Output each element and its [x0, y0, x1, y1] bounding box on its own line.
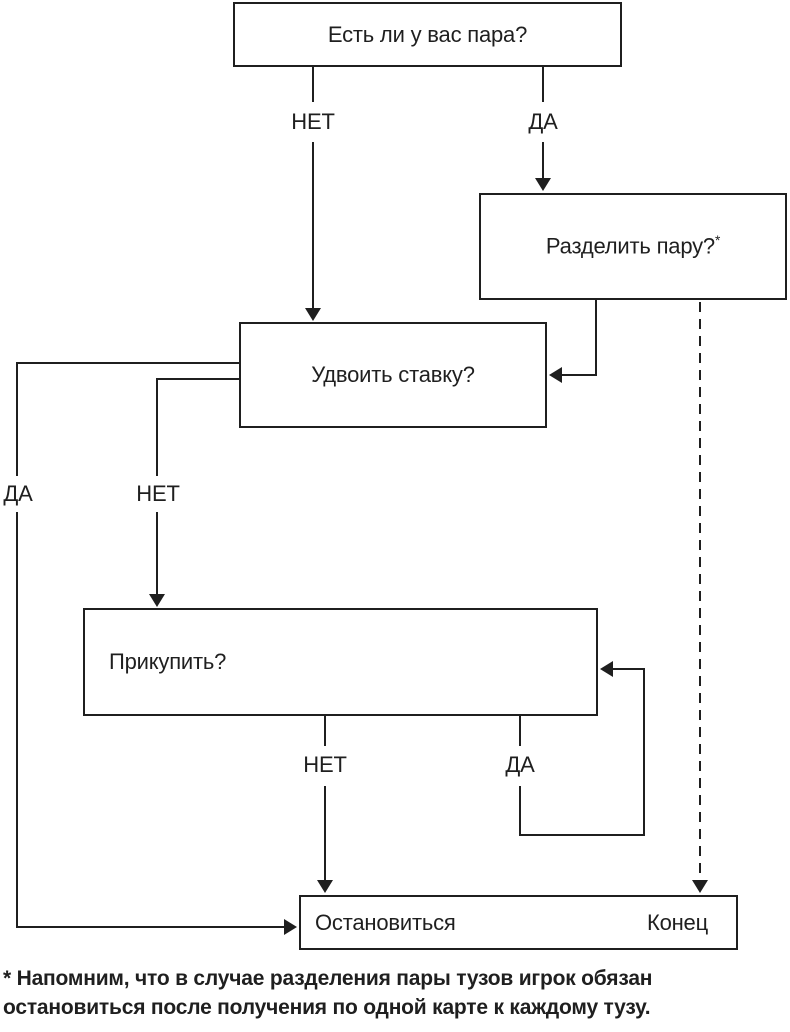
- edge-hit-no-line-1: [324, 716, 326, 746]
- edge-hit-yes-line-3: [519, 834, 645, 836]
- edge-double-no-line-1: [157, 378, 239, 380]
- edge-hit-yes-line-4: [643, 668, 645, 836]
- arrowhead-into-stop-left: [284, 919, 297, 935]
- edge-label-haspair-yes: ДА: [528, 109, 558, 135]
- edge-split-to-double-line-1: [595, 300, 597, 376]
- edge-double-yes-line-2: [16, 362, 18, 476]
- footnote-line-1: * Напомним, что в случае разделения пары…: [3, 967, 653, 990]
- edge-double-yes-line-1: [17, 362, 239, 364]
- edge-hit-yes-line-5: [613, 668, 645, 670]
- edge-label-haspair-no: НЕТ: [291, 109, 335, 135]
- edge-haspair-no-line-1: [312, 67, 314, 102]
- edge-double-no-line-2: [156, 378, 158, 476]
- node-has-pair-label: Есть ли у вас пара?: [327, 21, 528, 47]
- arrowhead-into-end-top: [692, 880, 708, 893]
- arrowhead-into-double-bet-right: [549, 367, 562, 383]
- arrowhead-into-split-pair-top: [535, 178, 551, 191]
- edge-haspair-no-line-2: [312, 142, 314, 308]
- edge-hit-no-line-2: [324, 786, 326, 880]
- node-end-label: Конец: [646, 909, 708, 935]
- edge-label-double-no: НЕТ: [136, 481, 180, 507]
- node-stop-label: Остановиться: [315, 909, 456, 935]
- node-hit-label: Прикупить?: [109, 649, 227, 674]
- edge-double-yes-line-4: [16, 926, 284, 928]
- edge-split-to-double-line-2: [562, 374, 597, 376]
- node-double-bet-label: Удвоить ставку?: [311, 362, 475, 387]
- node-stop-end: Остановиться Конец: [299, 895, 738, 950]
- edge-double-no-line-3: [156, 512, 158, 594]
- edge-haspair-yes-line-2: [542, 142, 544, 178]
- edge-hit-yes-line-1: [519, 716, 521, 746]
- arrowhead-into-hit-right: [600, 661, 613, 677]
- footnote-line-2: остановиться после получения по одной ка…: [3, 996, 651, 1019]
- edge-haspair-yes-line-1: [542, 67, 544, 102]
- edge-label-hit-yes: ДА: [505, 752, 535, 778]
- arrowhead-into-stop-top: [317, 880, 333, 893]
- footnote-marker-sup: *: [714, 233, 721, 249]
- footnote: * Напомним, что в случае разделения пары…: [3, 964, 703, 1022]
- node-double-bet: Удвоить ставку?: [239, 322, 547, 428]
- edge-split-to-end-dashed-line: [699, 302, 701, 880]
- edge-double-yes-line-3: [16, 512, 18, 926]
- arrowhead-into-hit-top: [149, 594, 165, 607]
- edge-hit-yes-line-2: [519, 786, 521, 836]
- node-split-pair: Разделить пару?*: [479, 193, 787, 300]
- node-hit: Прикупить?: [83, 608, 598, 716]
- arrowhead-into-double-bet-top: [305, 308, 321, 321]
- node-has-pair: Есть ли у вас пара?: [233, 2, 622, 67]
- edge-label-hit-no: НЕТ: [303, 752, 347, 778]
- edge-label-double-yes: ДА: [3, 481, 33, 507]
- node-split-pair-label: Разделить пару?*: [545, 233, 721, 259]
